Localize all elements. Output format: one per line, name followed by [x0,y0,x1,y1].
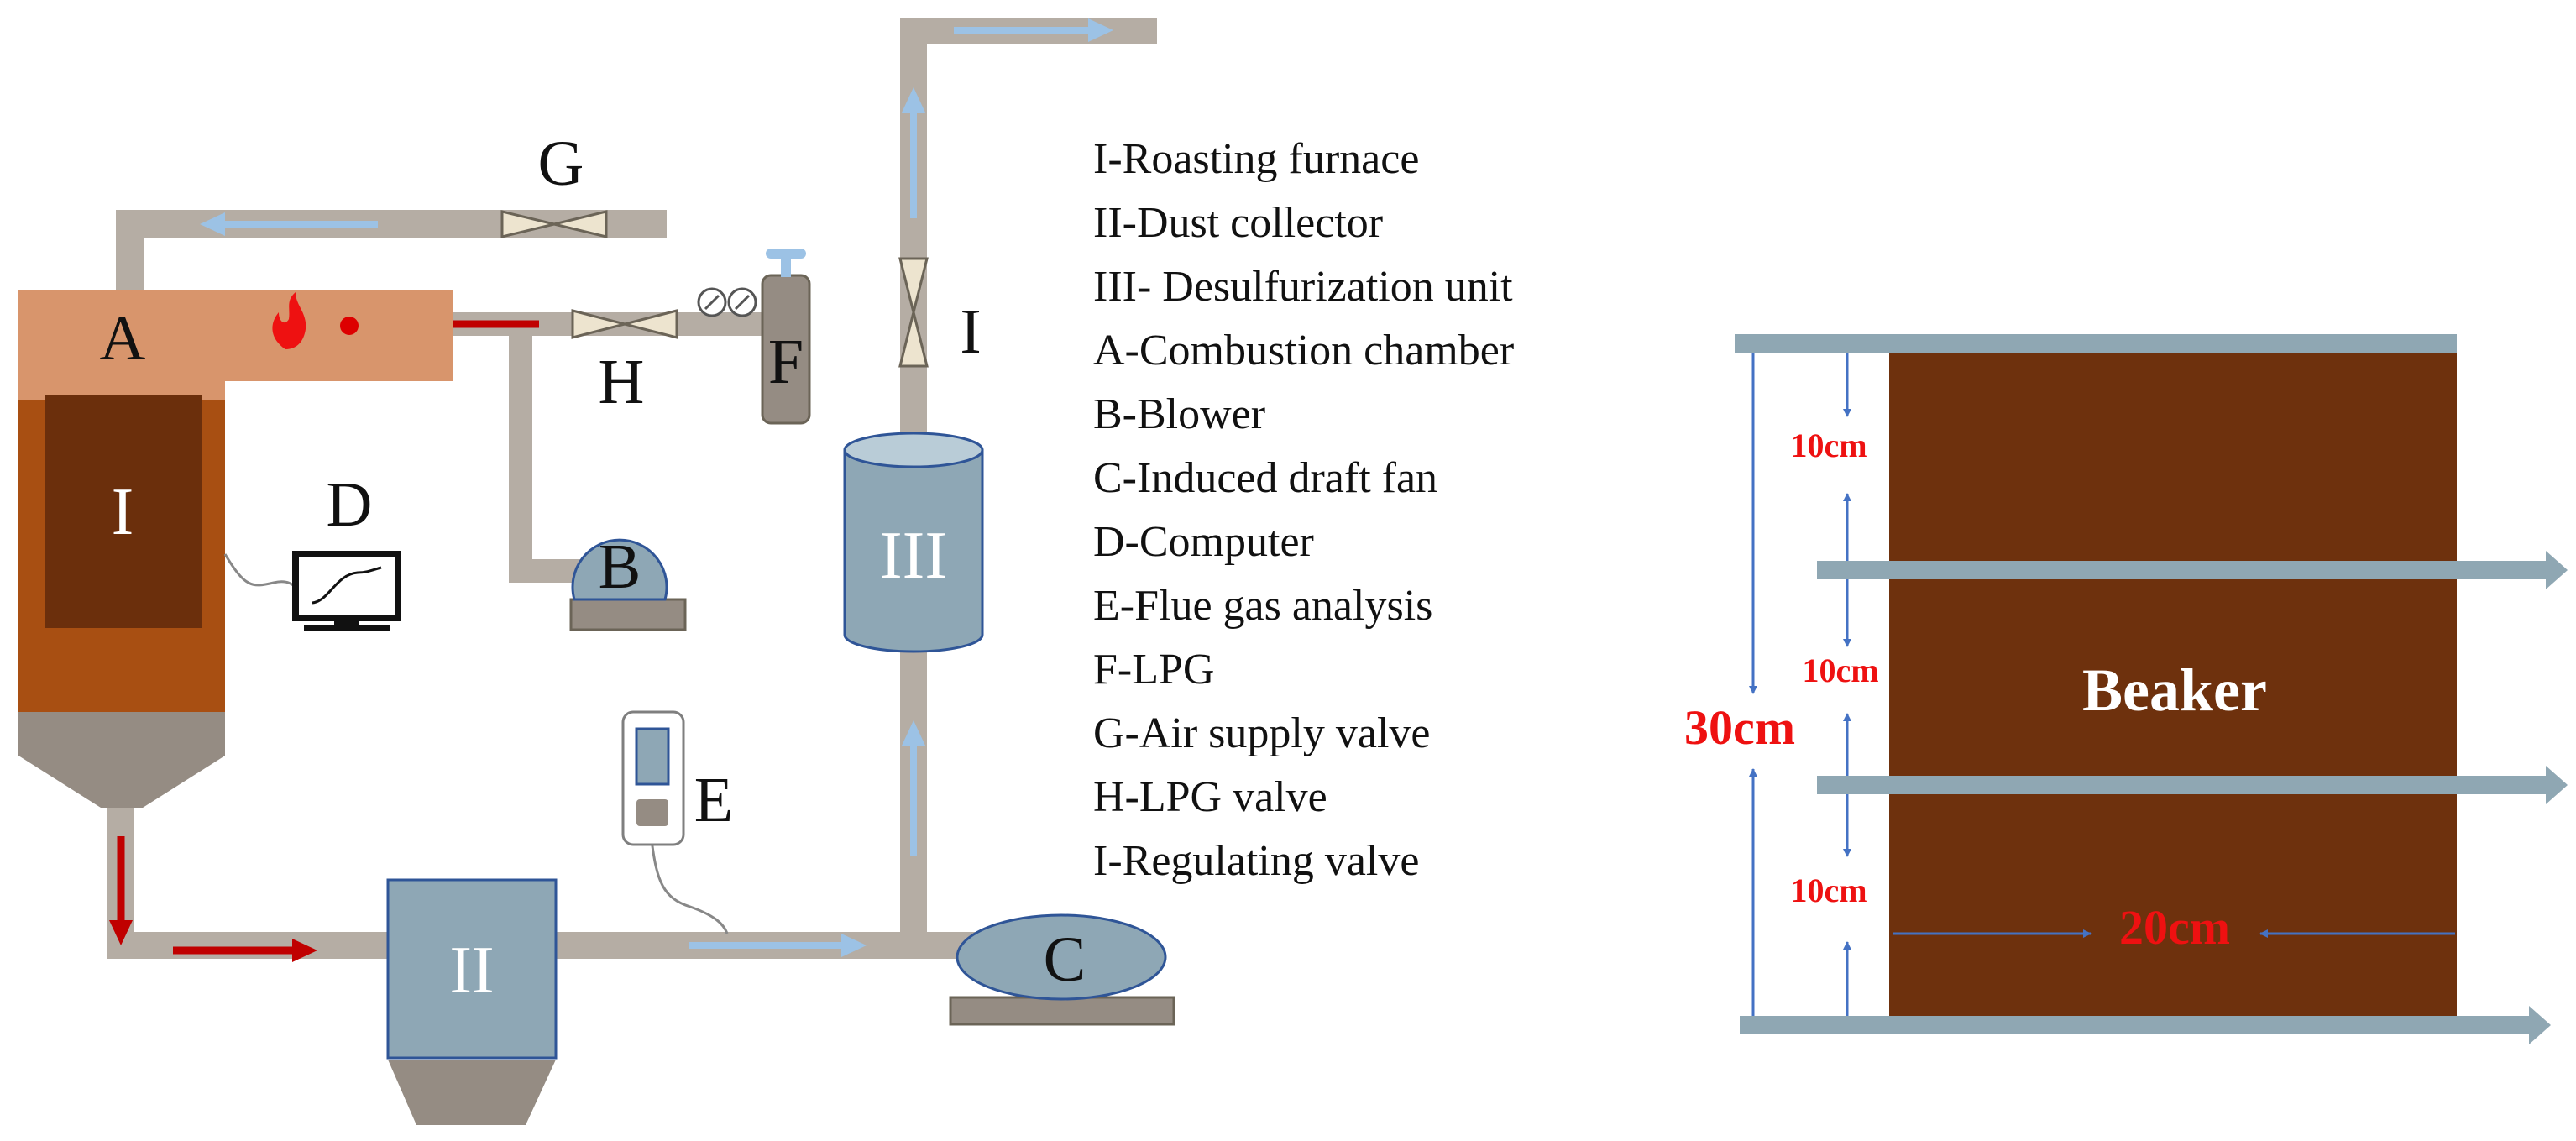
label-H: H [599,347,645,417]
rod-3-arrowhead [2529,1006,2551,1044]
air-supply-valve: G [500,128,608,238]
dim-width: 20cm [2119,900,2230,955]
legend-item: II-Dust collector [1093,199,1383,247]
flow-arrows-blue [200,18,1113,957]
signal-cable [223,553,301,592]
roasting-furnace: I A [18,290,453,808]
desulfurization-unit: III [843,432,984,653]
desulf-roman-label: III [880,519,947,593]
dust-collector: II [386,878,558,1125]
label-A: A [100,303,146,374]
label-B: B [599,531,641,602]
flue-gas-analyzer: E [621,710,733,934]
burner-dot [340,317,359,335]
dim-height: 30cm [1684,700,1795,755]
beaker [1889,341,2457,1016]
label-I: I [960,296,981,367]
computer: D [223,469,401,631]
process-flow: I A G H F [18,18,1514,1125]
pipes [107,18,1157,959]
legend-item: E-Flue gas analysis [1093,582,1432,630]
lpg-valve: H [571,309,678,417]
label-C: C [1044,924,1086,995]
analyzer-cable [650,839,729,934]
furnace-hopper [18,712,225,808]
rods [1735,334,2568,1044]
top-rod [1735,334,2457,353]
legend-item: F-LPG [1093,646,1214,693]
beaker-label: Beaker [2082,657,2267,724]
rod-1 [1817,561,2546,579]
dimension-lines [1749,353,2455,1016]
dim-gap-2: 10cm [1802,652,1878,689]
furnace-core [45,395,202,628]
legend-item: B-Blower [1093,390,1265,438]
label-F: F [768,327,804,397]
label-G: G [538,128,584,199]
furnace-roman-label: I [112,475,134,549]
rod-3 [1740,1016,2529,1034]
blower: B [569,531,687,631]
label-D: D [327,469,373,540]
legend-item: III- Desulfurization unit [1093,263,1513,311]
legend-item: H-LPG valve [1093,773,1327,821]
dust-collector-roman-label: II [449,934,494,1008]
lpg-cylinder: F [761,249,811,425]
dim-gap-1: 10cm [1790,427,1867,464]
legend: I-Roasting furnace II-Dust collector III… [1093,135,1514,885]
induced-draft-fan: C [949,913,1175,1026]
label-E: E [694,765,733,835]
legend-item: I-Regulating valve [1093,837,1419,885]
legend-item: C-Induced draft fan [1093,454,1437,502]
legend-item: A-Combustion chamber [1093,327,1514,374]
monitor-icon [292,551,401,621]
flame-icon [272,292,306,349]
legend-item: I-Roasting furnace [1093,135,1419,183]
gauge-icon [697,287,757,317]
rod-2-arrowhead [2546,766,2568,804]
beaker-diagram: Beaker 10cm 10cm 10cm 30cm [1684,334,2568,1044]
legend-item: G-Air supply valve [1093,709,1430,757]
regulating-valve: I [898,257,982,368]
dim-gap-3: 10cm [1790,871,1867,909]
rod-2 [1817,776,2546,794]
legend-item: D-Computer [1093,518,1314,566]
rod-1-arrowhead [2546,551,2568,589]
